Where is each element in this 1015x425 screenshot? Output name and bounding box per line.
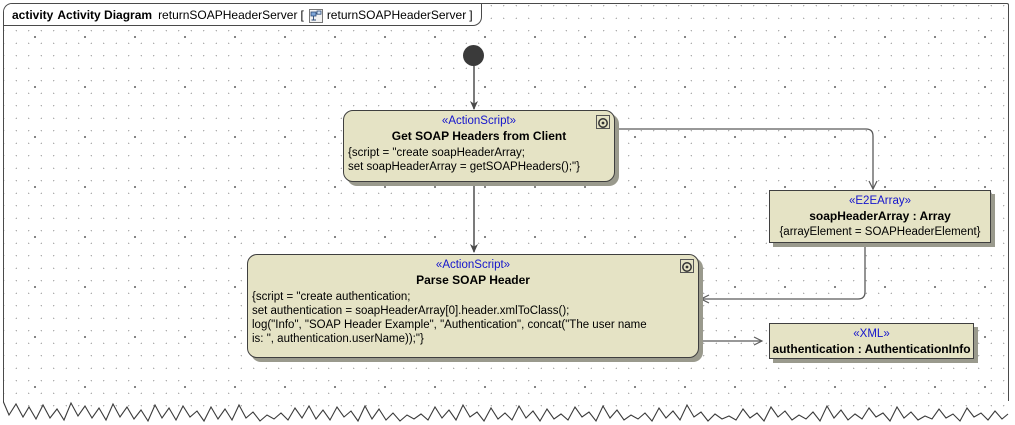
frame-header-tab: activity Activity Diagram returnSOAPHead…	[4, 4, 482, 26]
object-node-title: soapHeaderArray : Array	[809, 209, 951, 223]
action-node-script-body: {script = "create soapHeaderArray; set s…	[348, 147, 580, 173]
action-node-parse-soap-header[interactable]: «ActionScript» Parse SOAP Header {script…	[247, 254, 699, 358]
frame-bracket-open: [	[300, 7, 304, 22]
action-node-get-soap-headers[interactable]: «ActionScript» Get SOAP Headers from Cli…	[343, 110, 615, 182]
torn-bottom-edge	[3, 400, 1009, 425]
stereotype-label: «XML»	[853, 328, 890, 340]
action-node-title: Get SOAP Headers from Client	[391, 129, 567, 143]
stereotype-label: «ActionScript»	[441, 115, 517, 127]
object-node-authentication[interactable]: «XML» authentication : AuthenticationInf…	[769, 323, 974, 359]
object-node-soap-header-array[interactable]: «E2EArray» soapHeaderArray : Array {arra…	[769, 190, 991, 243]
frame-bracket-close: ]	[469, 7, 473, 22]
activity-diagram-icon	[308, 8, 323, 23]
initial-node[interactable]	[463, 45, 484, 66]
frame-qualified-name: returnSOAPHeaderServer	[326, 7, 467, 22]
action-script-badge-icon[interactable]	[596, 115, 610, 129]
object-node-properties: {arrayElement = SOAPHeaderElement}	[779, 226, 981, 238]
frame-diagram-name: returnSOAPHeaderServer	[158, 7, 298, 22]
activity-diagram-frame: «ActionScript» Get SOAP Headers from Cli…	[3, 3, 1009, 413]
frame-keyword: activity	[12, 7, 54, 22]
stereotype-label: «E2EArray»	[848, 195, 911, 207]
frame-type-label: Activity Diagram	[57, 7, 153, 22]
action-node-script-body: {script = "create authentication; set au…	[252, 291, 647, 345]
edge-get-soap-headers-to-array	[617, 128, 878, 191]
stereotype-label: «ActionScript»	[435, 259, 511, 271]
edge-array-to-parse	[699, 246, 866, 304]
object-node-title: authentication : AuthenticationInfo	[772, 342, 971, 356]
action-node-title: Parse SOAP Header	[416, 273, 530, 287]
action-script-badge-icon[interactable]	[680, 259, 694, 273]
